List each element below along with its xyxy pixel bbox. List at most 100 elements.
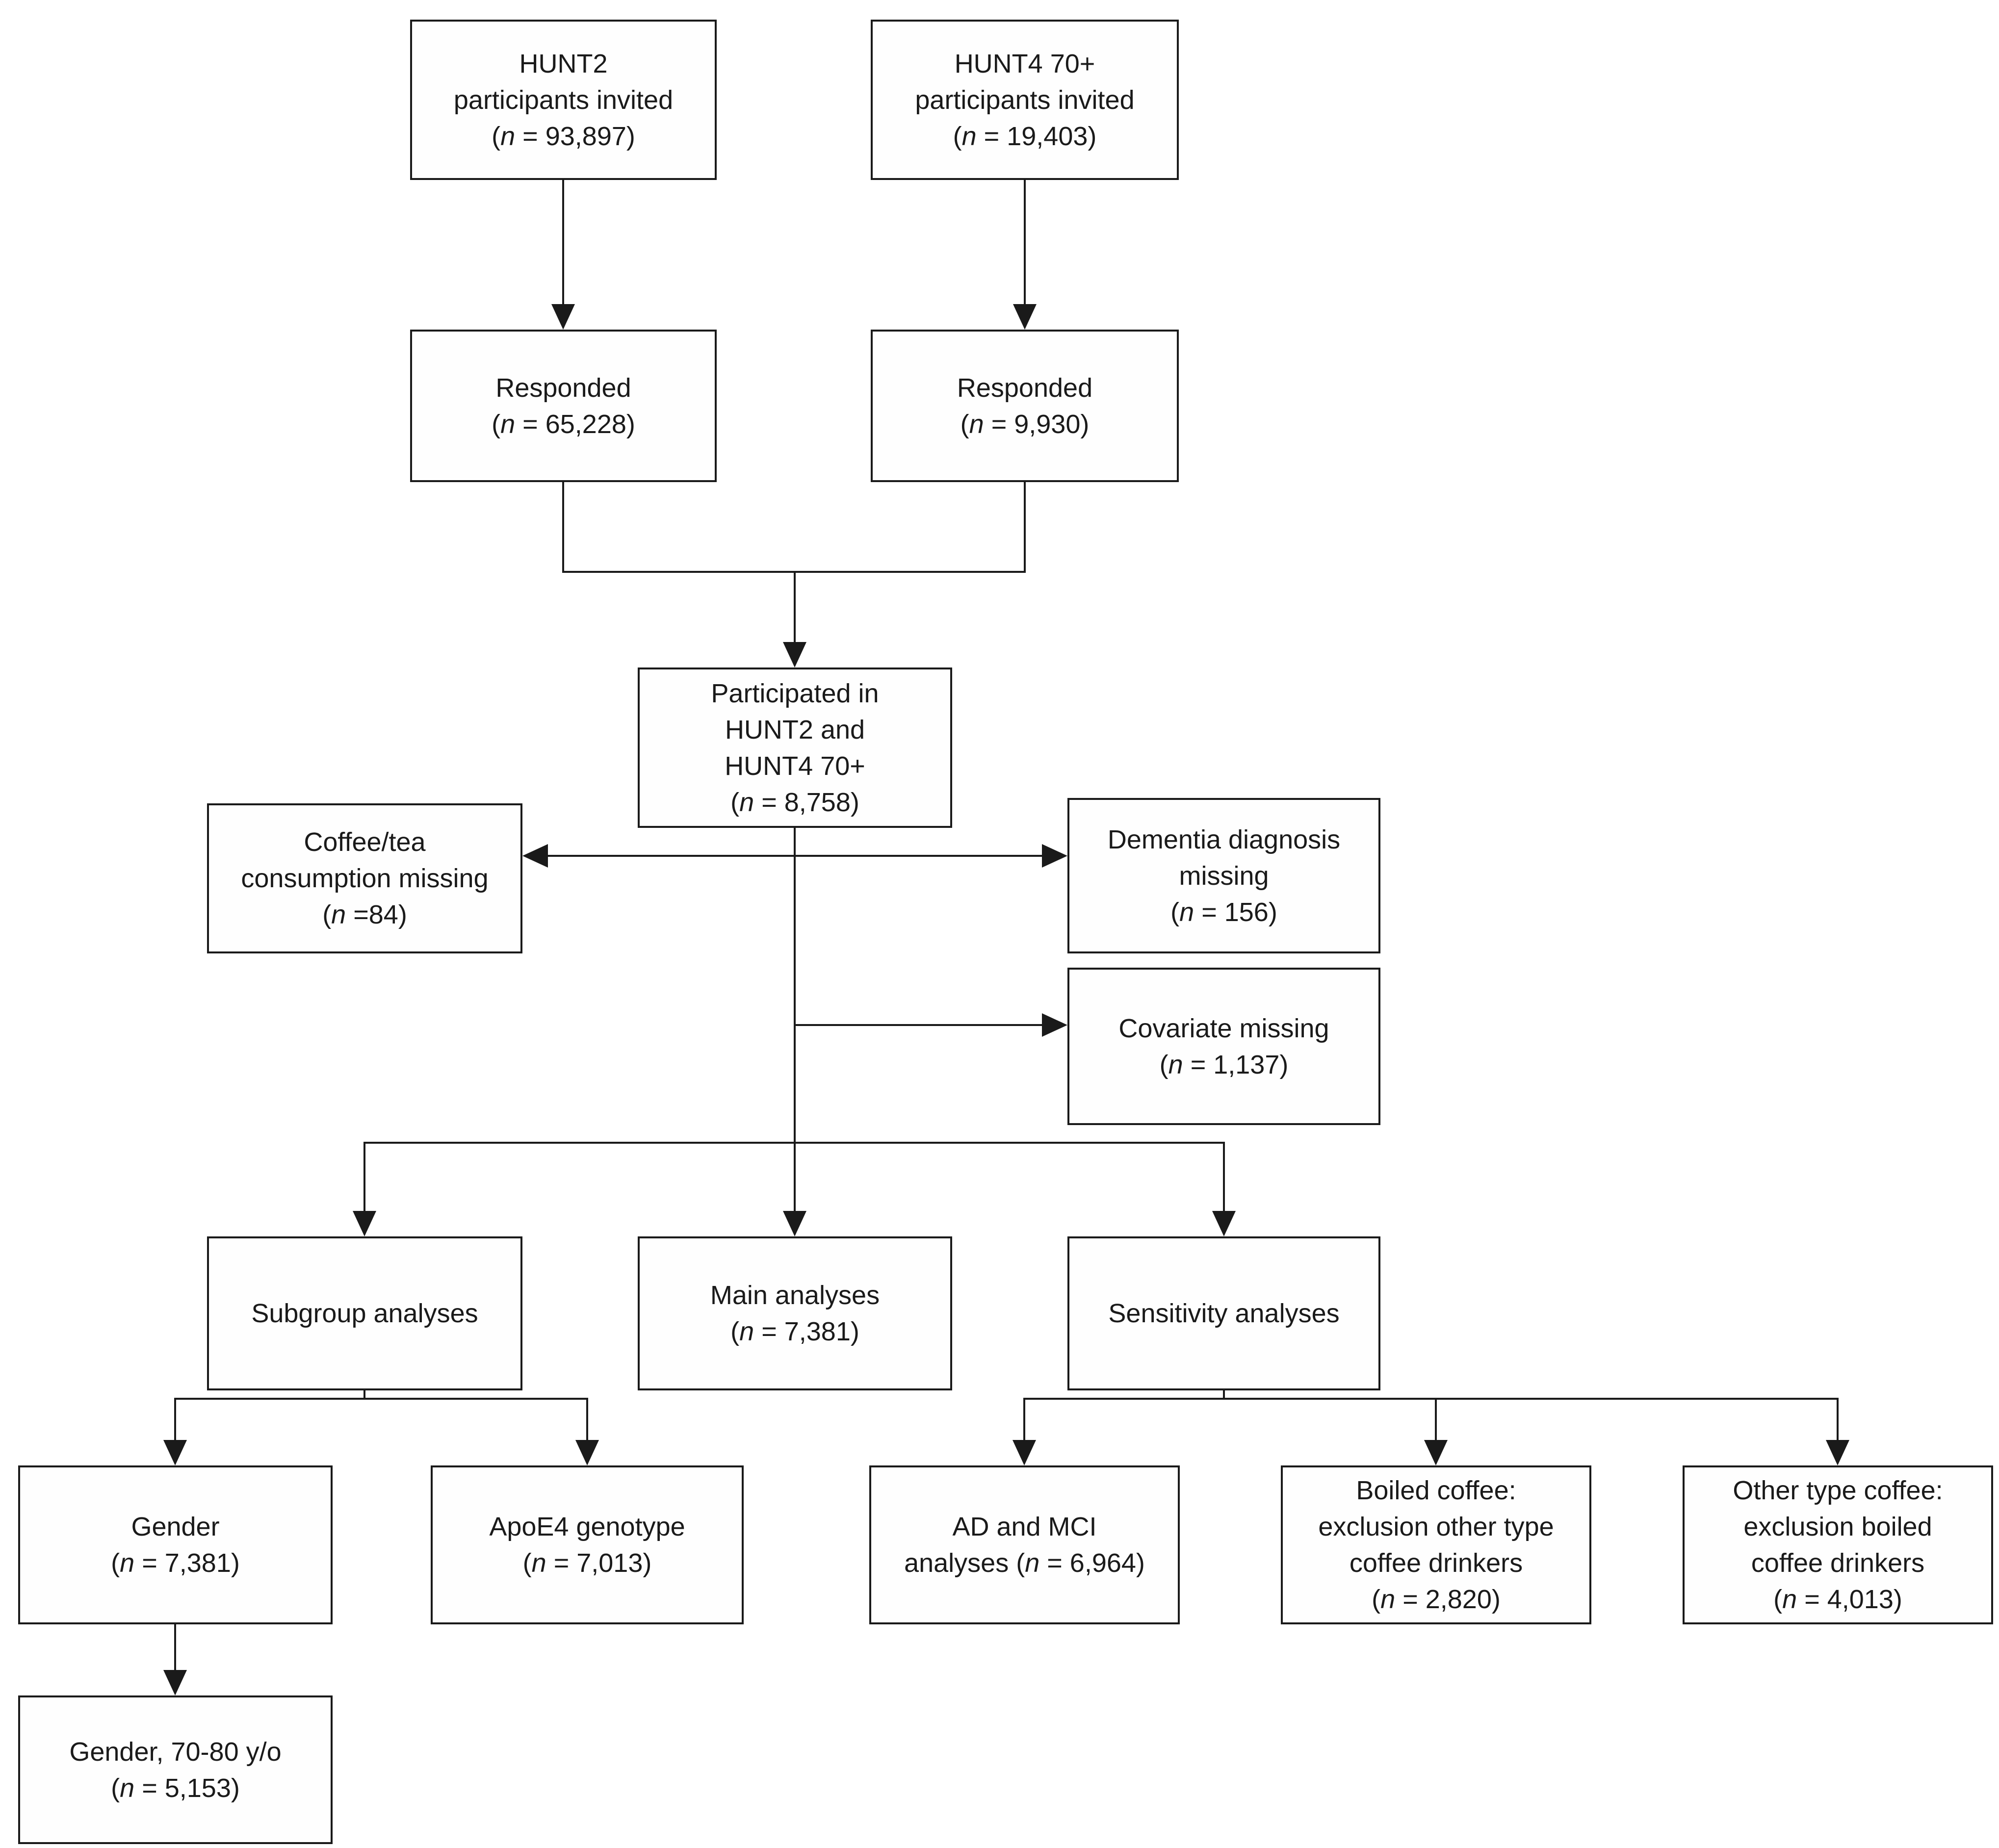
node-responded-hunt2: Responded (n = 65,228) xyxy=(410,330,717,482)
connector-sensitivity-horizontal xyxy=(1023,1398,1839,1400)
node-sensitivity-analyses: Sensitivity analyses xyxy=(1067,1236,1380,1390)
node-line: HUNT2 xyxy=(519,49,608,78)
node-line: Gender, 70-80 y/o xyxy=(69,1737,282,1767)
n-open-paren: ( xyxy=(953,121,962,151)
n-value: = 7,013) xyxy=(546,1548,652,1578)
node-n-line: (n = 7,381) xyxy=(730,1313,859,1350)
node-line: Subgroup analyses xyxy=(251,1299,478,1328)
connector-covariate-horizontal xyxy=(795,1024,1045,1026)
node-line: Gender xyxy=(131,1512,220,1541)
arrow-down-icon xyxy=(1424,1440,1448,1465)
arrow-down-icon xyxy=(1013,304,1037,330)
arrow-down-icon xyxy=(1212,1211,1236,1236)
connector-to-apoe4 xyxy=(586,1398,588,1442)
node-line: HUNT2 and xyxy=(725,715,865,744)
n-symbol: n xyxy=(120,1773,135,1803)
n-open-paren: ( xyxy=(492,409,501,439)
node-n-line: (n = 1,137) xyxy=(1160,1047,1289,1083)
connector-central-spine xyxy=(794,828,796,1145)
node-subgroup-analyses: Subgroup analyses xyxy=(207,1236,522,1390)
node-covariate-missing: Covariate missing (n = 1,137) xyxy=(1067,968,1380,1125)
n-value: = 7,381) xyxy=(134,1548,240,1578)
n-value: = 8,758) xyxy=(754,787,859,817)
n-open-paren: ( xyxy=(322,900,332,929)
connector-to-gender xyxy=(174,1398,176,1442)
n-symbol: n xyxy=(969,409,984,439)
n-open-paren: ( xyxy=(1773,1585,1783,1614)
n-symbol: n xyxy=(1179,897,1194,927)
connector-subgroup-horizontal xyxy=(174,1398,588,1400)
connector-to-main xyxy=(794,1142,796,1213)
node-line: Other type coffee: xyxy=(1733,1476,1943,1505)
node-line: missing xyxy=(1179,861,1269,891)
connector-gender-to-gender-70-80 xyxy=(174,1624,176,1672)
node-line: Covariate missing xyxy=(1118,1013,1329,1043)
n-value: = 9,930) xyxy=(984,409,1090,439)
connector-responded-hunt2-down xyxy=(562,482,564,573)
arrow-down-icon xyxy=(575,1440,599,1465)
n-symbol: n xyxy=(1168,1050,1183,1079)
n-value: =84) xyxy=(346,900,407,929)
n-value: = 19,403) xyxy=(976,121,1097,151)
node-n-line: (n = 7,013) xyxy=(523,1545,652,1581)
node-n-line: (n = 7,381) xyxy=(111,1545,240,1581)
arrow-left-icon xyxy=(522,844,548,868)
node-line: coffee drinkers xyxy=(1751,1548,1925,1578)
arrow-down-icon xyxy=(551,304,575,330)
n-open-paren: ( xyxy=(730,1317,740,1346)
n-open-paren: ( xyxy=(492,121,501,151)
node-n-line: (n =84) xyxy=(322,897,407,933)
n-open-paren: ( xyxy=(111,1773,120,1803)
node-line: exclusion other type xyxy=(1318,1512,1554,1541)
node-boiled-coffee-exclusion: Boiled coffee: exclusion other type coff… xyxy=(1281,1465,1591,1624)
node-line: participants invited xyxy=(915,85,1135,115)
node-n-line: analyses (n = 6,964) xyxy=(904,1545,1145,1581)
n-value: = 7,381) xyxy=(754,1317,859,1346)
connector-to-subgroup xyxy=(363,1142,365,1213)
node-n-line: (n = 2,820) xyxy=(1372,1581,1501,1617)
node-line: ApoE4 genotype xyxy=(489,1512,685,1541)
arrow-down-icon xyxy=(353,1211,376,1236)
node-n-line: (n = 4,013) xyxy=(1773,1581,1902,1617)
n-value: = 2,820) xyxy=(1395,1585,1501,1614)
n-value: = 5,153) xyxy=(134,1773,240,1803)
n-value: = 156) xyxy=(1194,897,1277,927)
connector-merge-to-participated xyxy=(794,571,796,644)
node-line: participants invited xyxy=(453,85,674,115)
node-line: coffee drinkers xyxy=(1349,1548,1523,1578)
node-hunt4-participants-invited: HUNT4 70+ participants invited (n = 19,4… xyxy=(871,20,1179,180)
node-participated-hunt2-hunt4: Participated in HUNT2 and HUNT4 70+ (n =… xyxy=(638,667,952,828)
connector-exclusion-horizontal xyxy=(545,855,1045,857)
arrow-down-icon xyxy=(783,642,806,667)
n-open-paren: ( xyxy=(730,787,740,817)
node-n-line: (n = 156) xyxy=(1170,894,1277,930)
n-value: = 65,228) xyxy=(515,409,635,439)
n-open-paren: ( xyxy=(1016,1548,1025,1578)
arrow-right-icon xyxy=(1042,844,1067,868)
node-line: HUNT4 70+ xyxy=(954,49,1095,78)
node-hunt2-participants-invited: HUNT2 participants invited (n = 93,897) xyxy=(410,20,717,180)
connector-to-sensitivity xyxy=(1223,1142,1225,1213)
arrow-down-icon xyxy=(1012,1440,1036,1465)
n-symbol: n xyxy=(1025,1548,1040,1578)
node-dementia-diagnosis-missing: Dementia diagnosis missing (n = 156) xyxy=(1067,798,1380,953)
node-gender-70-80: Gender, 70-80 y/o (n = 5,153) xyxy=(18,1695,333,1844)
n-value: = 93,897) xyxy=(515,121,635,151)
connector-to-other-type xyxy=(1837,1398,1839,1442)
connector-hunt4-to-responded xyxy=(1024,180,1026,308)
node-line: Coffee/tea xyxy=(304,827,426,857)
connector-sensitivity-stub xyxy=(1223,1390,1225,1400)
n-open-paren: ( xyxy=(111,1548,120,1578)
node-line: Sensitivity analyses xyxy=(1108,1299,1340,1328)
node-line: Responded xyxy=(495,373,631,403)
arrow-down-icon xyxy=(783,1211,806,1236)
node-line: exclusion boiled xyxy=(1743,1512,1932,1541)
n-symbol: n xyxy=(739,787,754,817)
node-n-line: (n = 9,930) xyxy=(961,406,1090,442)
connector-subgroup-stub xyxy=(363,1390,365,1400)
node-n-line: (n = 5,153) xyxy=(111,1770,240,1806)
connector-responded-hunt4-down xyxy=(1024,482,1026,573)
connector-to-boiled xyxy=(1435,1398,1437,1442)
n-symbol: n xyxy=(500,121,516,151)
